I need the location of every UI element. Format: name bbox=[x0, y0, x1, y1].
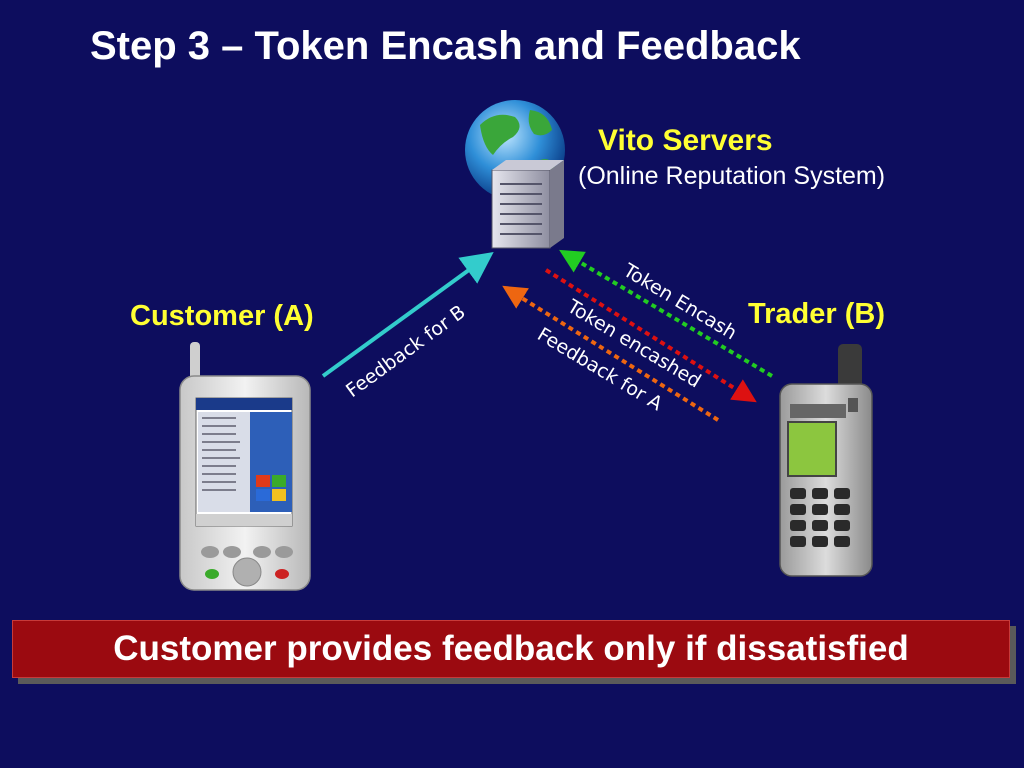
mobile-phone-icon bbox=[779, 344, 873, 577]
customer-label: Customer (A) bbox=[130, 300, 314, 332]
arrow-token-encash bbox=[559, 249, 774, 378]
label-feedback-for-a: Feedback for A bbox=[533, 323, 666, 415]
slide-title: Step 3 – Token Encash and Feedback bbox=[90, 24, 801, 68]
conclusion-banner: Customer provides feedback only if dissa… bbox=[12, 620, 1010, 678]
server-subtitle: (Online Reputation System) bbox=[578, 162, 886, 190]
label-token-encash: Token Encash bbox=[619, 259, 741, 344]
server-name: Vito Servers bbox=[598, 124, 773, 157]
arrow-token-encashed bbox=[544, 268, 757, 403]
globe-server-icon bbox=[465, 100, 565, 249]
pda-icon bbox=[179, 342, 311, 591]
arrow-feedback-for-b bbox=[321, 251, 494, 378]
trader-label: Trader (B) bbox=[748, 298, 885, 330]
